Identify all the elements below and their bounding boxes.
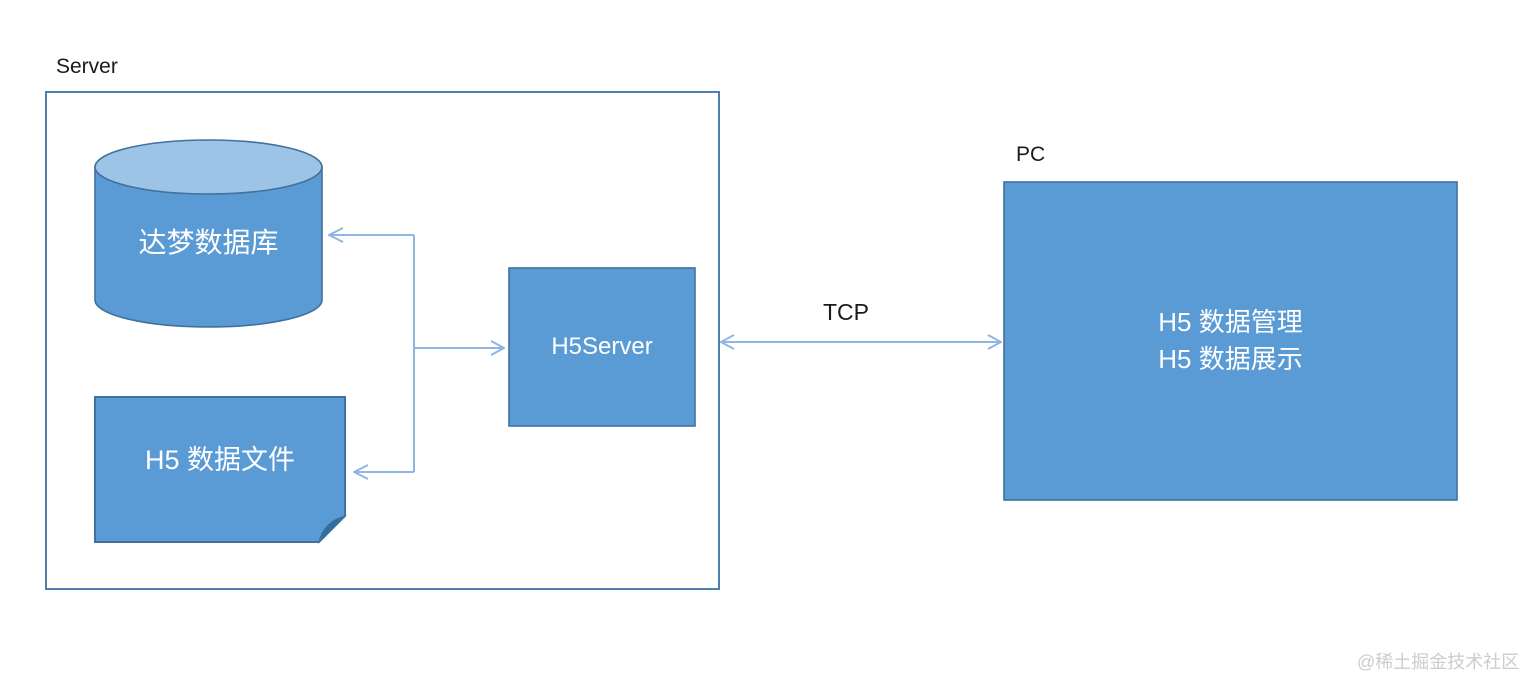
- arrowhead-right-icon: [987, 334, 1002, 350]
- arrow-to-dm-database: [328, 227, 414, 243]
- pc-node: [1003, 181, 1458, 501]
- dm-database-node: [94, 139, 323, 328]
- server-group-container: [45, 91, 720, 590]
- cylinder-top: [94, 139, 323, 195]
- watermark: @稀土掘金技术社区: [1357, 652, 1520, 672]
- h5-server-node: [508, 267, 696, 427]
- h5-data-file-node: [94, 396, 348, 544]
- arrowhead-left-icon: [328, 227, 344, 243]
- arrow-to-h5-server: [414, 340, 505, 356]
- arrowhead-left-icon: [353, 464, 369, 480]
- tcp-connection-label: TCP: [823, 299, 869, 325]
- pc-group-label: PC: [1016, 143, 1046, 166]
- document-fold-corner: [317, 514, 348, 544]
- arrowhead-right-icon: [490, 340, 505, 356]
- document-shape: [94, 396, 346, 543]
- tcp-double-arrow: [720, 334, 1002, 350]
- arrowhead-left-icon: [720, 334, 735, 350]
- cylinder-body: [94, 166, 323, 328]
- server-group-label: Server: [56, 55, 118, 78]
- arrow-to-h5-data-file: [353, 464, 414, 480]
